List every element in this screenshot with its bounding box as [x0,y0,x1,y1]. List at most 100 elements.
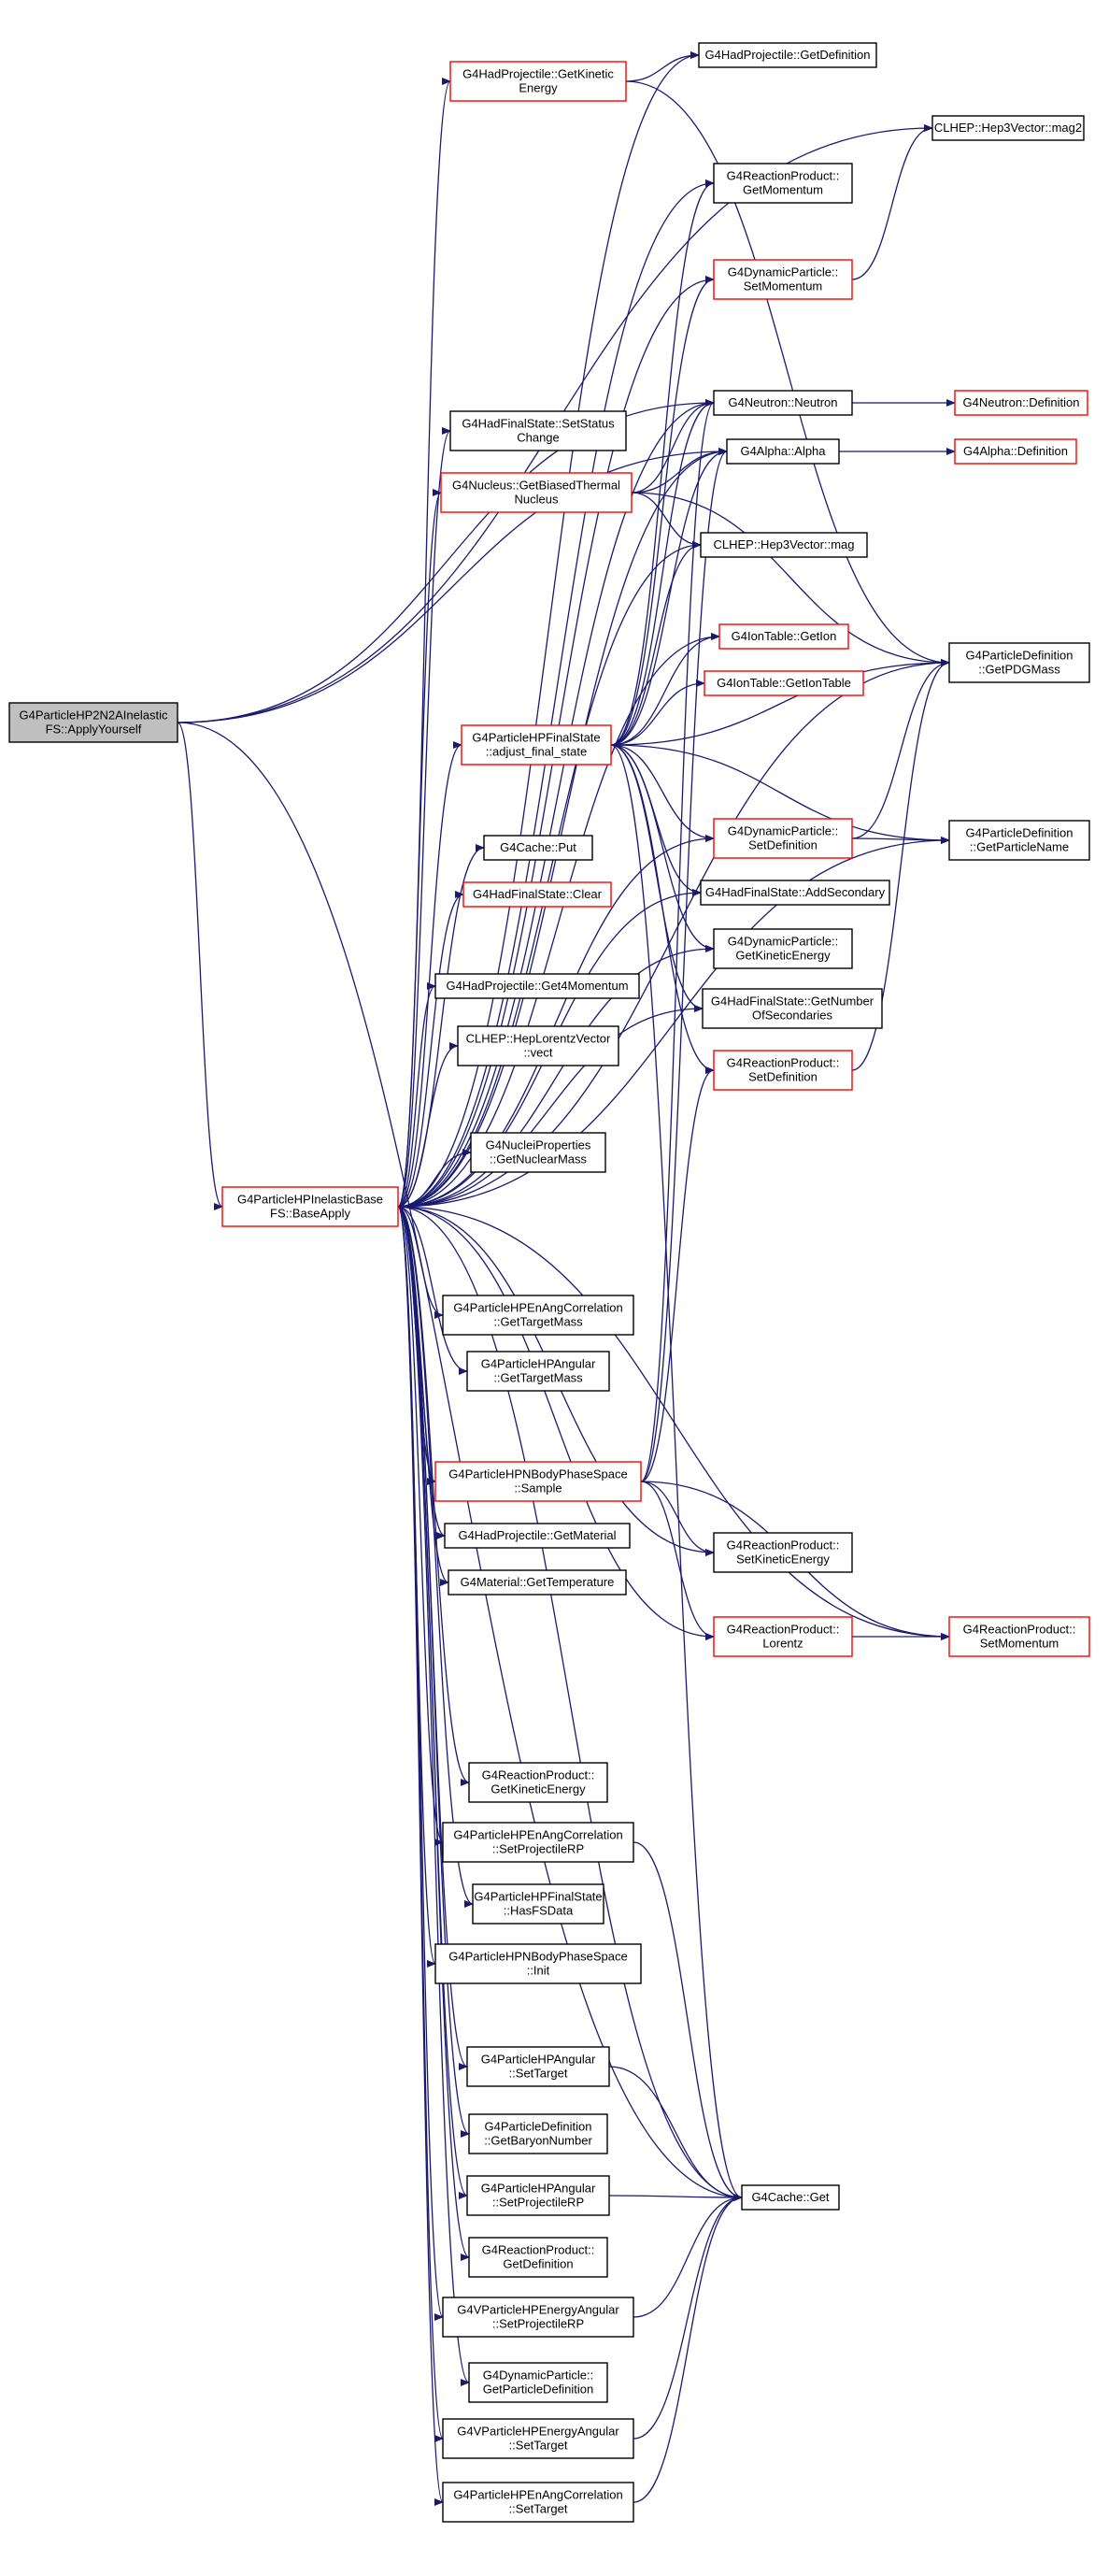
node-vea-settarget[interactable]: G4VParticleHPEnergyAngular::SetTarget [442,2418,634,2459]
node-hep3-mag[interactable]: CLHEP::Hep3Vector::mag [700,532,868,558]
node-label-line: G4ParticleHPFinalState [472,731,600,745]
node-rp-setmom[interactable]: G4ReactionProduct::SetMomentum [948,1616,1090,1657]
node-dp-setdef[interactable]: G4DynamicParticle::SetDefinition [713,818,853,859]
node-alpha-def[interactable]: G4Alpha::Definition [954,438,1077,465]
node-label-line: G4Nucleus::GetBiasedThermal [452,479,620,493]
node-pd-getpdgmass[interactable]: G4ParticleDefinition::GetPDGMass [948,642,1090,683]
node-box [741,2184,840,2211]
node-rp-getkin[interactable]: G4ReactionProduct::GetKineticEnergy [468,1762,608,1803]
node-box [434,973,640,999]
node-rp-setdef[interactable]: G4ReactionProduct::SetDefinition [713,1050,853,1091]
edge-rp_setdef-to-pd_getpdgmass [851,659,950,1071]
edge-dp_setdef-to-pd_getpdgmass [851,659,950,839]
node-label-line: ::GetBaryonNumber [484,2134,592,2148]
node-label-line: G4ParticleHP2N2AInelastic [20,708,168,723]
node-box [466,2175,610,2216]
node-box [713,1616,853,1657]
node-hep3-mag2[interactable]: CLHEP::Hep3Vector::mag2 [931,115,1085,141]
node-box [713,163,853,204]
node-label-line: ::SetTarget [509,2067,568,2081]
node-label-line: G4VParticleHPEnergyAngular [457,2303,619,2317]
edge-baseapply-to-hadproj_getdef [397,51,700,1208]
edge-nucleus_biased-to-pd_getpdgmass [631,492,950,666]
node-rp-setkin[interactable]: G4ReactionProduct::SetKineticEnergy [713,1532,853,1573]
node-hfs-addsec[interactable]: G4HadFinalState::AddSecondary [700,880,890,906]
node-vea-setprp[interactable]: G4VParticleHPEnergyAngular::SetProjectil… [442,2297,634,2338]
node-cache-get[interactable]: G4Cache::Get [741,2184,840,2211]
node-hlv-vect[interactable]: CLHEP::HepLorentzVector::vect [457,1025,619,1066]
node-pd-getbaryon[interactable]: G4ParticleDefinition::GetBaryonNumber [468,2113,608,2154]
edge-vea_settarget-to-cache_get [633,2194,743,2440]
node-mat-gettemp[interactable]: G4Material::GetTemperature [448,1569,627,1596]
node-iontable-getiontable[interactable]: G4IonTable::GetIonTable [704,670,864,696]
node-hadproj-getkin[interactable]: G4HadProjectile::GetKineticEnergy [449,61,627,102]
node-box [948,820,1090,861]
edge-dp_setdef-to-pd_getname [851,836,950,844]
edge-root-to-alpha [177,448,728,723]
edge-nucleus_biased-to-neutron [631,399,715,494]
node-label-line: G4HadProjectile::GetMaterial [458,1528,616,1542]
node-rp-lorentz[interactable]: G4ReactionProduct::Lorentz [713,1616,853,1657]
node-hadproj-getdef[interactable]: G4HadProjectile::GetDefinition [698,42,877,68]
node-box [468,2237,608,2278]
node-label-line: G4ParticleHPAngular [481,2182,596,2196]
node-label-line: FS::ApplyYourself [46,723,142,737]
node-enang-setprp[interactable]: G4ParticleHPEnAngCorrelation::SetProject… [442,1822,634,1863]
edge-adjust-to-dp_setdef [610,744,715,842]
node-label-line: G4ParticleDefinition [966,826,1073,840]
node-nuclei-mass[interactable]: G4NucleiProperties::GetNuclearMass [470,1132,606,1173]
node-hfs-clear[interactable]: G4HadFinalState::Clear [462,881,612,908]
node-pd-getname[interactable]: G4ParticleDefinition::GetParticleName [948,820,1090,861]
node-dp-setmom[interactable]: G4DynamicParticle::SetMomentum [713,259,853,300]
node-label-line: ::GetTargetMass [493,1371,583,1385]
node-enang-gettm[interactable]: G4ParticleHPEnAngCorrelation::GetTargetM… [442,1295,634,1336]
node-hadproj-get4mom[interactable]: G4HadProjectile::Get4Momentum [434,973,640,999]
node-box [931,115,1085,141]
node-iontable-getion[interactable]: G4IonTable::GetIon [718,623,849,650]
edge-baseapply-to-rp_getdef [397,1206,470,2261]
edge-baseapply-to-enang_gettm [397,1206,444,1319]
node-angular-setprp[interactable]: G4ParticleHPAngular::SetProjectileRP [466,2175,610,2216]
node-cache-put[interactable]: G4Cache::Put [483,835,593,861]
node-label-line: G4IonTable::GetIon [732,629,837,643]
node-box [472,1883,604,1925]
edge-angular_settarget-to-cache_get [608,2066,743,2201]
node-box [221,1186,399,1227]
node-angular-settarget[interactable]: G4ParticleHPAngular::SetTarget [466,2046,610,2087]
node-adjust[interactable]: G4ParticleHPFinalState::adjust_final_sta… [461,724,612,766]
node-hadproj-getmat[interactable]: G4HadProjectile::GetMaterial [444,1523,631,1549]
node-root[interactable]: G4ParticleHP2N2AInelasticFS::ApplyYourse… [8,702,178,743]
node-neutron-def[interactable]: G4Neutron::Definition [954,390,1088,416]
edge-nbody_sample-to-neutron [640,399,715,1482]
node-alpha[interactable]: G4Alpha::Alpha [726,438,840,465]
node-dp-getpdef[interactable]: G4DynamicParticle::GetParticleDefinition [468,2362,608,2403]
node-label-line: G4ReactionProduct:: [727,169,840,183]
node-rp-getmom[interactable]: G4ReactionProduct::GetMomentum [713,163,853,204]
node-label-line: G4DynamicParticle:: [728,824,838,838]
node-label-line: G4ParticleHPInelasticBase [237,1193,383,1207]
node-box [954,438,1077,465]
edge-baseapply-to-rp_getmom [397,179,715,1208]
node-label-line: ::SetTarget [509,2502,568,2516]
node-nbody-sample[interactable]: G4ParticleHPNBodyPhaseSpace::Sample [434,1461,642,1502]
node-enang-settarget[interactable]: G4ParticleHPEnAngCorrelation::SetTarget [442,2482,634,2523]
function-nodes: G4ParticleHP2N2AInelasticFS::ApplyYourse… [8,42,1090,2523]
node-fs-hasfsdata[interactable]: G4ParticleHPFinalState::HasFSData [472,1883,604,1925]
node-nbody-init[interactable]: G4ParticleHPNBodyPhaseSpace::Init [434,1943,642,1984]
node-angular-gettm[interactable]: G4ParticleHPAngular::GetTargetMass [466,1351,610,1392]
edge-baseapply-to-hlv_vect [397,1042,459,1208]
node-label-line: G4ReactionProduct:: [727,1538,840,1553]
node-neutron[interactable]: G4Neutron::Neutron [713,390,853,416]
node-rp-getdef[interactable]: G4ReactionProduct::GetDefinition [468,2237,608,2278]
edge-nucleus_biased-to-hep3_mag [631,492,702,549]
node-label-line: CLHEP::Hep3Vector::mag2 [934,121,1082,135]
node-label-line: G4DynamicParticle:: [728,265,838,279]
node-label-line: ::GetNuclearMass [490,1152,588,1166]
node-dp-getkin[interactable]: G4DynamicParticle::GetKineticEnergy [713,928,853,969]
node-label-line: G4ReactionProduct:: [482,2243,595,2257]
node-label-line: G4HadFinalState::AddSecondary [705,885,886,899]
